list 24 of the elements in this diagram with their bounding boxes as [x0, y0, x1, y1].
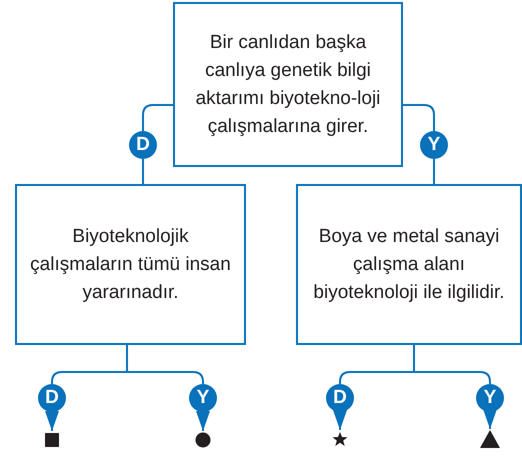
arrow — [196, 411, 210, 431]
connector-line — [142, 159, 144, 184]
answer-badge: Y — [189, 384, 217, 412]
arrow — [483, 409, 497, 429]
connector-line — [433, 159, 435, 184]
statement-box — [296, 184, 522, 345]
statement-text: Biyoteknolojik çalışmaların tümü insan yararınadır. — [29, 224, 232, 304]
statement-box — [173, 2, 403, 167]
statement-text: Bir canlıdan başka canlıya genetik bilgi aktarımı biyotekno-loji çalışmalarına girer. — [194, 30, 382, 138]
connector-line — [142, 104, 173, 131]
answer-badge: Y — [476, 384, 504, 412]
triangle-symbol — [480, 430, 500, 448]
answer-badge: D — [129, 131, 157, 159]
box-symbol — [44, 432, 60, 448]
answer-badge: D — [38, 384, 66, 412]
star-symbol — [332, 431, 348, 447]
statement-box — [15, 184, 246, 345]
answer-badge: D — [326, 384, 354, 412]
answer-badge: Y — [420, 131, 448, 159]
arrow — [333, 410, 347, 430]
arrow — [45, 411, 59, 431]
connector-line — [403, 104, 435, 131]
statement-text: Boya ve metal sanayi çalışma alanı biyoteknoloji ile ilgilidir. — [312, 224, 506, 304]
circle-symbol — [195, 432, 211, 448]
